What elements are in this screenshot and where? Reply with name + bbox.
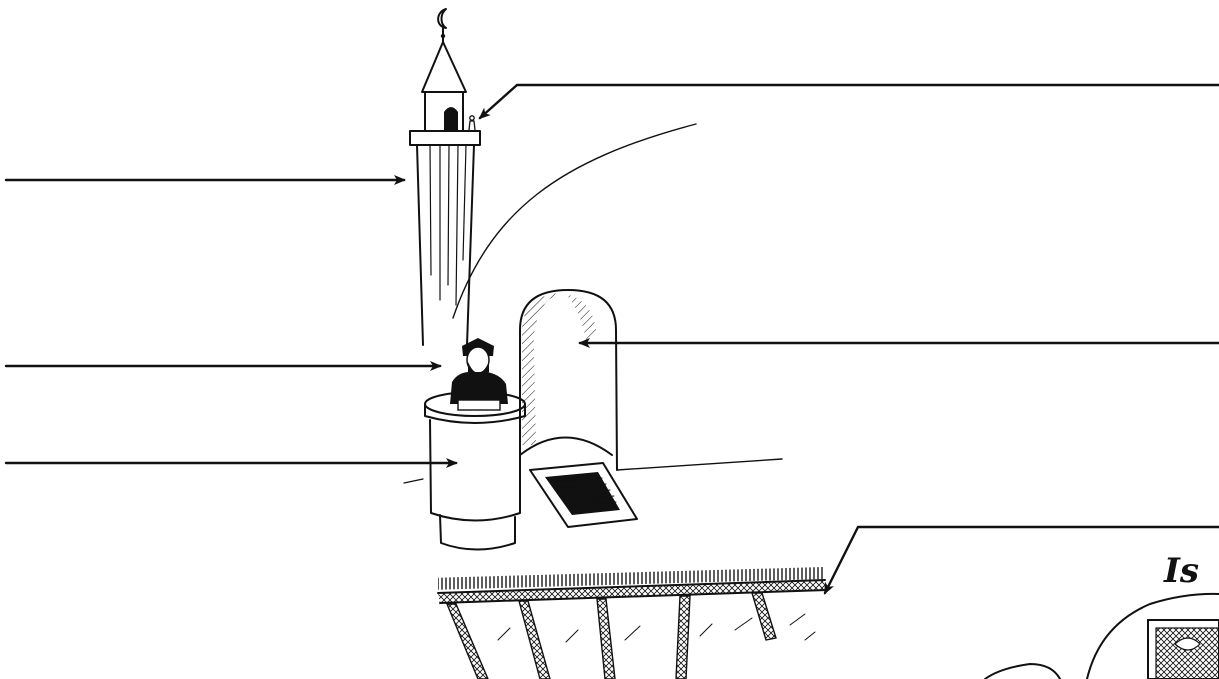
minaret-balcony (410, 131, 480, 145)
quran-book-illustration (985, 594, 1219, 679)
arrow-minaret-balcony (480, 85, 1219, 118)
minaret-window (444, 107, 458, 130)
prayer-mat (530, 463, 637, 527)
label-arrows (6, 85, 1219, 593)
minaret (410, 9, 480, 345)
prayer-carpet (438, 567, 827, 679)
mihrab-niche (520, 290, 782, 470)
imam (450, 338, 508, 410)
arrow-prayer-carpet (825, 527, 1219, 593)
heading-fragment: Is (1163, 551, 1199, 591)
minbar-pulpit (404, 392, 525, 550)
dome-outline (453, 124, 696, 318)
crescent-icon (438, 9, 446, 28)
